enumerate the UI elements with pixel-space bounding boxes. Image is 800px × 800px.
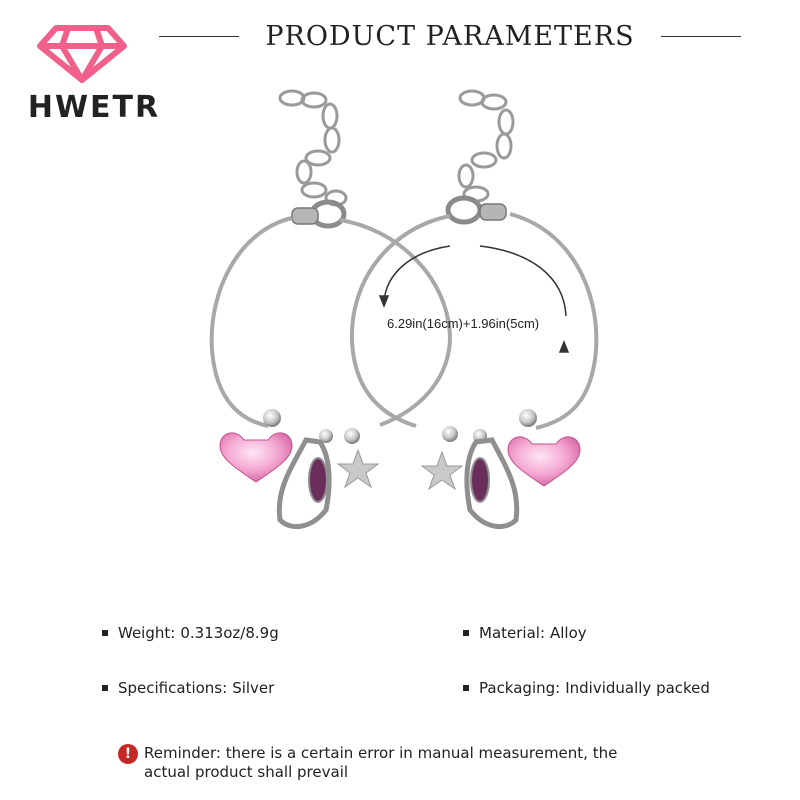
title-rule-left [159, 35, 240, 37]
left-bracelet-wire [209, 216, 453, 428]
spec-label: Weight: [118, 624, 176, 642]
left-extension-chain [278, 89, 348, 207]
brand-logo: HWETR [24, 22, 158, 132]
reminder-line-2: actual product shall prevail [144, 763, 349, 781]
reminder-text: Reminder: there is a certain error in ma… [144, 744, 617, 782]
product-photo [209, 89, 599, 530]
spec-label: Specifications: [118, 679, 228, 697]
page-title: PRODUCT PARAMETERS [265, 20, 635, 52]
bullet-icon [463, 685, 469, 691]
spec-material: Material: Alloy [463, 624, 587, 642]
right-clasp [445, 195, 507, 225]
spec-specifications: Specifications: Silver [102, 679, 274, 697]
spec-value: Individually packed [565, 679, 710, 697]
spec-label: Packaging: [479, 679, 561, 697]
spec-weight: Weight: 0.313oz/8.9g [102, 624, 279, 642]
bullet-icon [102, 630, 108, 636]
bullet-icon [463, 630, 469, 636]
reminder-line-1: Reminder: there is a certain error in ma… [144, 744, 618, 762]
section-header: PRODUCT PARAMETERS [150, 14, 750, 58]
bullet-icon [102, 685, 108, 691]
right-bracelet-wire [349, 212, 599, 430]
brand-name: HWETR [27, 90, 161, 125]
spec-value: 0.313oz/8.9g [180, 624, 279, 642]
warning-icon: ! [118, 744, 138, 764]
right-extension-chain [457, 89, 515, 203]
spec-packaging: Packaging: Individually packed [463, 679, 710, 697]
left-clasp [291, 199, 347, 229]
diamond-icon [37, 25, 127, 83]
measurement-label: 6.29in(16cm)+1.96in(5cm) [387, 316, 540, 331]
spec-label: Material: [479, 624, 545, 642]
spec-value: Silver [232, 679, 275, 697]
measurement-arrows [378, 245, 570, 353]
title-rule-right [660, 35, 741, 37]
right-charms [420, 409, 581, 530]
left-charms [219, 409, 380, 530]
spec-value: Alloy [550, 624, 587, 642]
reminder-note: ! Reminder: there is a certain error in … [118, 744, 698, 782]
